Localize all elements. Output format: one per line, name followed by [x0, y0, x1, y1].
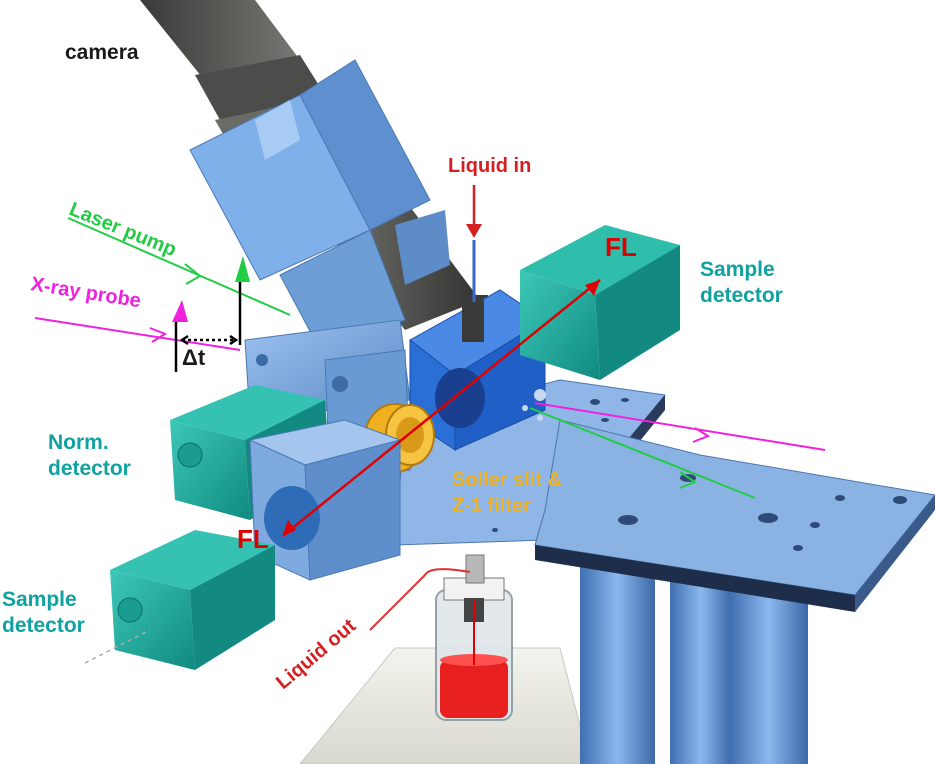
soller-slit-label-1: Soller slit & — [452, 469, 562, 491]
sample-detector-left — [110, 530, 275, 670]
fluorescence-beam — [282, 279, 601, 537]
xray-probe-label: X-ray probe — [29, 273, 142, 312]
soller-slit-label-2: Z-1 filter — [452, 495, 531, 517]
sample-detector-right-label-2: detector — [700, 284, 783, 307]
norm-detector-label-2: detector — [48, 457, 131, 480]
xray-pulse-marker — [172, 300, 188, 322]
sample-detector-left-label-2: detector — [2, 614, 85, 637]
liquid-in-label: Liquid in — [448, 155, 531, 177]
camera-label: camera — [65, 41, 139, 64]
delta-t-marker — [174, 282, 242, 372]
sample-detector-left-label-1: Sample — [2, 588, 77, 611]
fl-bottom-label: FL — [237, 524, 269, 554]
norm-detector-label-1: Norm. — [48, 431, 109, 454]
fl-top-label: FL — [605, 232, 637, 262]
liquid-out-label: Liquid out — [272, 615, 360, 694]
laser-pump-label: Laser pump — [66, 198, 179, 261]
delta-t-label: Δt — [182, 345, 206, 370]
camera-mount — [189, 59, 450, 351]
table-legs — [580, 555, 808, 764]
liquid-in-arrow — [466, 185, 482, 238]
collection-vial — [435, 554, 513, 721]
xray-beam — [34, 317, 826, 451]
front-steel-block — [248, 419, 402, 581]
sample-detector-right — [520, 225, 680, 380]
laser-beam — [67, 217, 756, 499]
liquid-out-tube — [369, 568, 471, 631]
sample-detector-right-label-1: Sample — [700, 258, 775, 281]
laser-pulse-marker — [235, 256, 250, 282]
